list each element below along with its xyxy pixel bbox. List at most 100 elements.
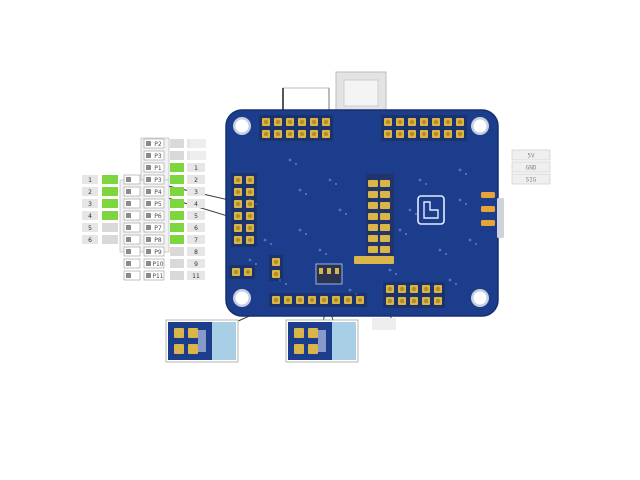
pin-cell-left [123,174,141,185]
header-pin-hole [323,131,329,137]
via [475,243,477,245]
header-pin-hole [409,131,415,137]
right-connector-label: 5V [527,153,535,160]
pin-tag-green [170,223,184,232]
left-tag [102,187,118,196]
left-tag [102,175,118,184]
header-pin-hole [235,201,241,207]
header-pin-hole [299,131,305,137]
header-pin-hole [433,131,439,137]
via [285,283,287,285]
right-connector-label: GND [526,165,537,172]
via [305,233,307,235]
module-pad [308,344,318,354]
header-pin-hole [233,269,239,275]
pin-number-label: 9 [194,261,198,268]
ic-chip [315,263,343,285]
header-pin-hole [263,119,269,125]
via [278,278,282,282]
pin-number-cell [187,259,205,268]
header-pin-hole [245,269,251,275]
via [298,228,302,232]
right-connector-cell [511,149,551,161]
header-top-left [259,115,333,141]
header-pin-hole [275,131,281,137]
pin-code-label: P7 [154,225,162,232]
header-pin-hole [311,119,317,125]
module-component [198,330,206,352]
via [458,168,462,172]
module-left [165,319,239,363]
via [345,213,347,215]
pin-tag-green [170,163,184,172]
mounting-hole [235,291,249,305]
via [248,258,252,262]
header-pin-hole [387,286,393,292]
left-number-cell [82,223,98,232]
via [348,288,352,292]
via [438,248,442,252]
pin-cell [143,210,165,221]
pin-cell-pad [146,249,151,254]
pin-code-label: P3 [154,153,162,160]
pin-number-label: 1 [194,165,198,172]
pin-cell-left [123,186,141,197]
module-blue-area [332,322,356,360]
header-pin-hole [435,286,441,292]
pin-code-label: P1 [154,165,162,172]
header-pin-hole [235,177,241,183]
signal-pad [368,213,378,220]
header-pin-hole [457,119,463,125]
signal-pad [380,191,390,198]
header-pin-hole [247,213,253,219]
left-number-cell [82,175,98,184]
pin-cell-left [123,270,141,281]
mounting-hole [473,119,487,133]
via [288,158,292,162]
pin-number-cell [187,211,205,220]
header-pin-hole [399,298,405,304]
via [418,178,422,182]
pin-number-label: 7 [194,237,198,244]
pin-number-label: 5 [194,213,198,220]
signal-pad [368,224,378,231]
pin-cell-pad [146,165,151,170]
header-pin-hole [411,298,417,304]
pin-code-label: P4 [154,189,162,196]
pin-cell-pad [146,237,151,242]
orange-side-pin [481,192,495,198]
header-pin-hole [235,189,241,195]
pin-cell-pad [146,213,151,218]
pin-number-cell [187,199,205,208]
pin-cell-left-pad [126,213,131,218]
module-pad [308,328,318,338]
left-number-label: 1 [88,177,92,184]
pin-number-cell [187,163,205,172]
via [318,248,322,252]
pin-cell-pad [146,273,151,278]
pin-cell [143,270,165,281]
right-connector-cell [511,173,551,185]
header-pin-hole [385,119,391,125]
board-logo [417,195,445,225]
header-pin-hole [457,131,463,137]
pin-cell-pad [146,201,151,206]
pin-cell-pad [146,261,151,266]
header-pin-hole [275,119,281,125]
left-number-label: 6 [88,237,92,244]
module-pad [188,328,198,338]
header-pin-hole [445,119,451,125]
header-pin-hole [247,225,253,231]
signal-pad [380,224,390,231]
header-pin-hole [323,119,329,125]
header-pin-hole [333,297,339,303]
header-pin-hole [385,131,391,137]
header-pin-hole [235,213,241,219]
pin-tag-gray [170,247,184,256]
header-pin-hole [273,297,279,303]
pin-code-label: P8 [154,237,162,244]
pin-cell [143,174,165,185]
right-edge-stub [497,198,504,238]
module-blue-area [212,322,236,360]
